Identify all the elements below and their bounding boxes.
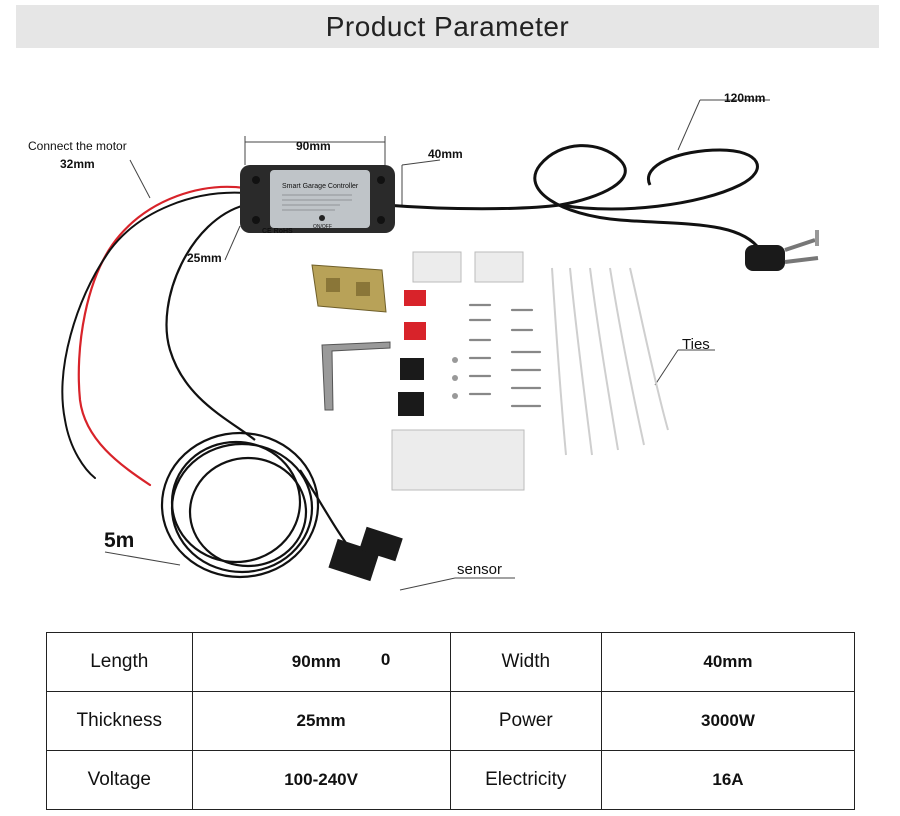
dim-90-label: 90mm [296,139,331,153]
connect-motor-label: Connect the motor [28,139,127,153]
spec-value-note: 0 [380,650,391,669]
device-onoff: ON/OFF [313,224,332,230]
spec-value: 25mm [191,691,451,751]
spec-value: 100-240V [191,750,451,810]
device-cert: CE RoHS [262,228,293,235]
spec-key: Electricity [449,750,602,810]
spec-row: Thickness 25mm Power 3000W [46,691,856,751]
spec-value: 40mm [600,632,856,692]
spec-row: Length 90mm 0 Width 40mm [46,632,856,692]
mount-bracket [311,264,387,313]
device-name: Smart Garage Controller [282,183,359,190]
spec-key: Width [449,632,602,692]
spec-value-text: 90mm [291,652,341,671]
screws [452,303,542,408]
adhesive-pads [391,251,525,491]
sensor-label: sensor [457,561,502,578]
controller-device: Smart Garage Controller ON/OFF CE RoHS [240,165,395,235]
page-title: Product Parameter [325,10,570,42]
dim-25-label: 25mm [187,251,222,265]
dim-32-label: 32mm [60,157,95,171]
spec-table: Length 90mm 0 Width 40mm Thickness 25mm P… [46,632,856,810]
power-plug [745,230,819,271]
dim-120-label: 120mm [724,91,765,105]
spec-value: 90mm 0 [191,632,451,692]
spec-key: Power [449,691,602,751]
cable-ties [551,267,669,456]
spec-key: Voltage [46,750,193,810]
sensor-blocks [328,290,426,582]
dim-40-label: 40mm [428,147,463,161]
page-title-banner: Product Parameter [16,5,879,48]
spec-value: 3000W [600,691,856,751]
spec-row: Voltage 100-240V Electricity 16A [46,750,856,810]
cable-5m-label: 5m [104,529,134,552]
spec-key: Thickness [46,691,193,751]
l-bracket [321,341,391,411]
product-diagram: Connect the motor 32mm 90mm 40mm 120mm 2… [28,91,819,591]
spec-value: 16A [600,750,856,810]
ties-label: Ties [682,336,710,353]
spec-key: Length [46,632,193,692]
